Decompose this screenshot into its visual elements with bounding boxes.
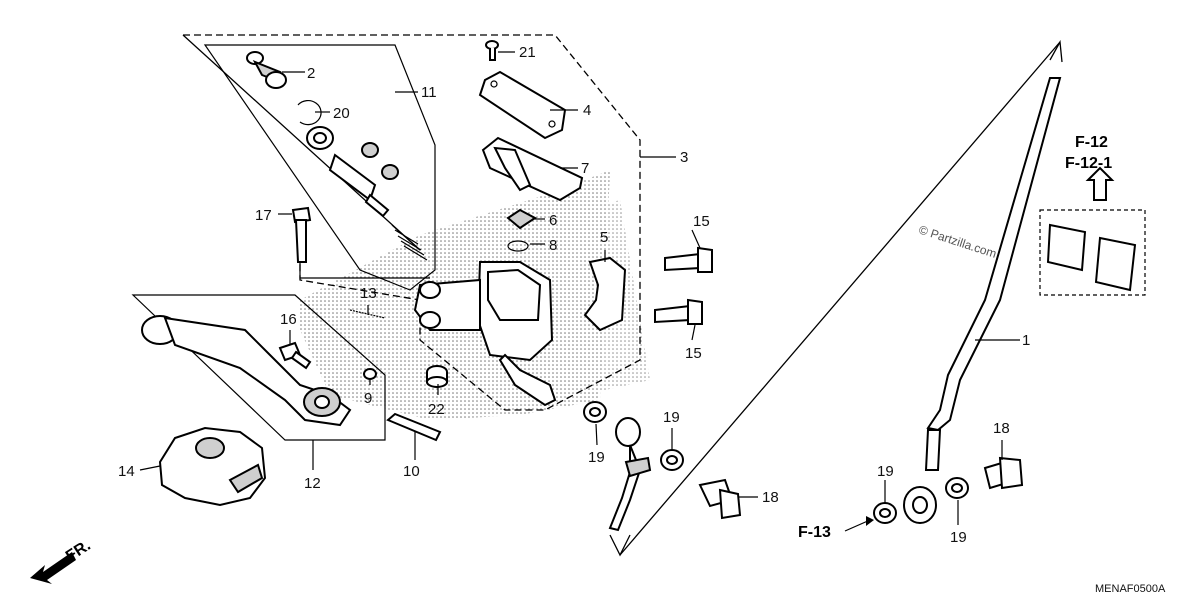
cap-part bbox=[426, 365, 448, 388]
lever-pivot-part bbox=[386, 412, 442, 442]
assembly-outline-11 bbox=[203, 44, 436, 291]
part-label-22: 22 bbox=[428, 401, 445, 418]
sealing-washer-c-part bbox=[873, 502, 897, 524]
nut-part bbox=[363, 368, 377, 380]
sealing-washer-a-part bbox=[583, 401, 607, 423]
brake-hose-part bbox=[903, 77, 1062, 524]
washer-part bbox=[306, 126, 334, 150]
part-label-5: 5 bbox=[600, 229, 608, 246]
part-label-16: 16 bbox=[280, 311, 297, 328]
part-label-18-left: 18 bbox=[762, 489, 779, 506]
part-label-11: 11 bbox=[421, 84, 437, 101]
clamp-holder-part bbox=[583, 256, 627, 332]
part-label-17: 17 bbox=[255, 207, 272, 224]
oil-bolt-left-part bbox=[698, 478, 742, 520]
watermark-text: © Partzilla.com bbox=[917, 223, 998, 261]
part-label-3: 3 bbox=[680, 149, 688, 166]
part-label-15-upper: 15 bbox=[693, 213, 710, 230]
diagram-code: MENAF0500A bbox=[1095, 583, 1166, 595]
part-label-19-b: 19 bbox=[663, 409, 680, 426]
reference-box bbox=[1039, 166, 1146, 296]
reference-f12: F-12 bbox=[1075, 134, 1108, 151]
reservoir-cover-part bbox=[478, 70, 567, 140]
float-part bbox=[506, 208, 537, 230]
switch-housing-part bbox=[158, 426, 267, 507]
holder-bolt-upper-part bbox=[664, 246, 713, 273]
part-label-4: 4 bbox=[583, 102, 591, 119]
part-label-6: 6 bbox=[549, 212, 557, 229]
reference-f13: F-13 bbox=[798, 524, 831, 541]
part-number-labels: 1 2 3 4 5 6 7 8 9 10 11 12 13 14 15 15 1… bbox=[118, 44, 1030, 546]
sealing-washer-d-part bbox=[945, 477, 969, 499]
leader-lines bbox=[139, 51, 1020, 532]
diaphragm-plate-part bbox=[481, 136, 584, 202]
adjuster-bolt-part bbox=[278, 341, 312, 370]
part-label-19-d: 19 bbox=[950, 529, 967, 546]
oil-bolt-right-part bbox=[983, 456, 1024, 490]
o-ring-part bbox=[507, 240, 529, 252]
screw-part bbox=[485, 40, 499, 61]
sealing-washer-b-part bbox=[660, 449, 684, 471]
part-label-8: 8 bbox=[549, 237, 557, 254]
master-cylinder-part bbox=[413, 261, 557, 407]
brake-lever-part bbox=[141, 315, 352, 427]
reference-f12-1: F-12-1 bbox=[1065, 155, 1112, 172]
part-label-21: 21 bbox=[519, 44, 536, 61]
part-label-12: 12 bbox=[304, 475, 321, 492]
part-label-19-c: 19 bbox=[877, 463, 894, 480]
hose-group-outline bbox=[609, 39, 1063, 557]
part-label-13: 13 bbox=[360, 285, 377, 302]
assembly-outline-12 bbox=[131, 294, 386, 441]
front-arrow-icon bbox=[30, 552, 76, 584]
pivot-bolt-part bbox=[291, 206, 430, 279]
part-label-18-right: 18 bbox=[993, 420, 1010, 437]
hose-fitting-part bbox=[608, 417, 652, 532]
piston-boot-part bbox=[246, 51, 287, 89]
part-label-19-a: 19 bbox=[588, 449, 605, 466]
part-label-14: 14 bbox=[118, 463, 135, 480]
piston-part bbox=[328, 142, 399, 218]
holder-bolt-lower-part bbox=[654, 298, 703, 325]
part-label-1: 1 bbox=[1022, 332, 1030, 349]
part-label-9: 9 bbox=[364, 390, 372, 407]
part-label-7: 7 bbox=[581, 160, 589, 177]
part-label-15-lower: 15 bbox=[685, 345, 702, 362]
part-label-10: 10 bbox=[403, 463, 420, 480]
part-label-20: 20 bbox=[333, 105, 350, 122]
spring-part bbox=[391, 224, 428, 261]
circlip-part bbox=[297, 99, 322, 126]
part-label-2: 2 bbox=[307, 65, 315, 82]
